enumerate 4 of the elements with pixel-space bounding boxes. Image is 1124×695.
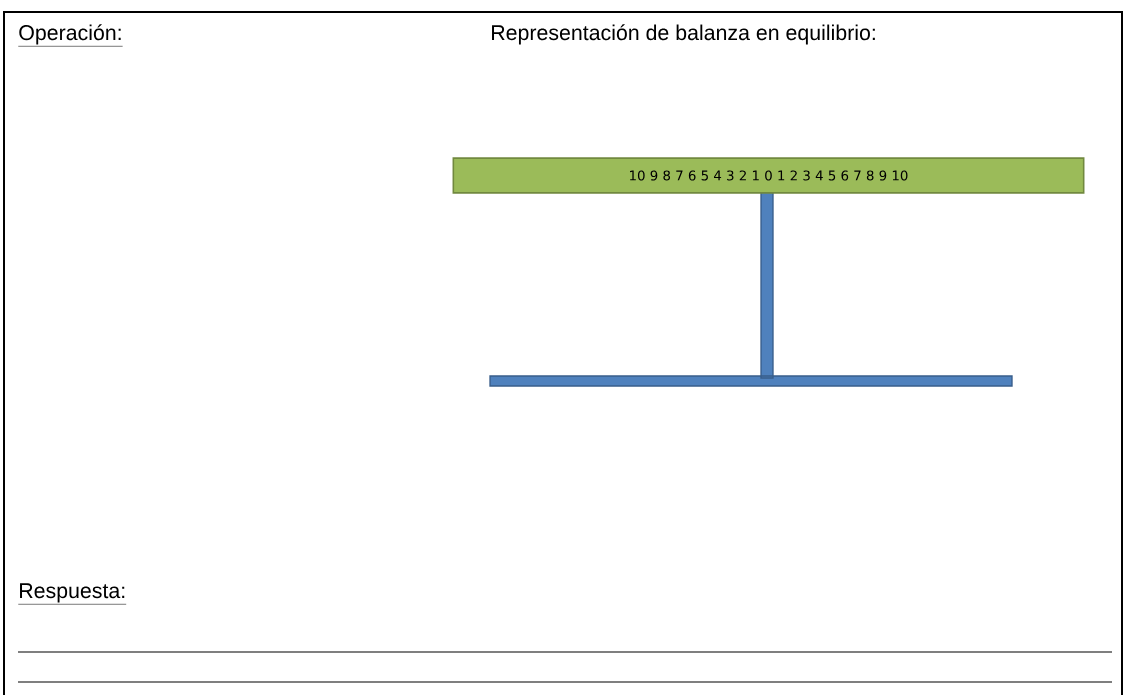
heading: Operación:	[18, 24, 123, 47]
heading: Respuesta:	[18, 583, 127, 605]
heading: Representación de balanza en equilibrio:	[492, 24, 875, 45]
balance-beam: 10 9 8 7 6 5 4 3 2 1 0 1 2 3 4 5 6 7 8 9 10	[452, 157, 1085, 194]
